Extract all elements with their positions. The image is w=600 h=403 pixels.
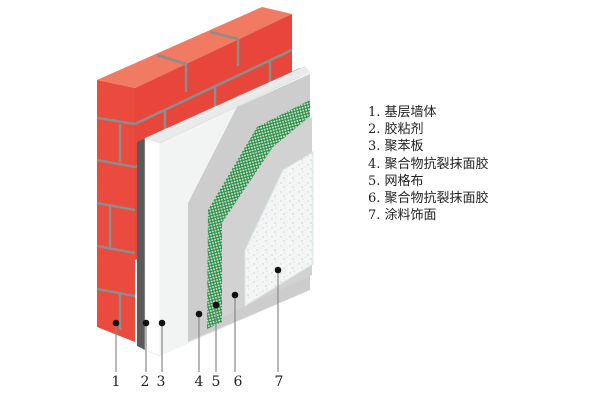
callout-number-7: 7 — [274, 374, 284, 390]
callout-number-5: 5 — [211, 374, 221, 390]
layer-legend: 1. 基层墙体 2. 胶粘剂 3. 聚苯板 4. 聚合物抗裂抹面胶 5. 网格布… — [368, 104, 489, 224]
brick-top-face — [97, 7, 292, 88]
callout-number-1: 1 — [111, 374, 121, 390]
legend-item: 5. 网格布 — [368, 173, 424, 189]
legend-item: 3. 聚苯板 — [368, 139, 424, 155]
callout-number-3: 3 — [156, 374, 166, 390]
eps-board-top — [145, 66, 310, 143]
paint-finish-layer — [244, 151, 314, 307]
callout-markers — [115, 270, 279, 372]
legend-item: 4. 聚合物抗裂抹面胶 — [368, 156, 489, 172]
legend-item: 7. 涂料饰面 — [368, 208, 437, 224]
brick-end-face — [97, 80, 135, 342]
legend-item: 2. 胶粘剂 — [368, 122, 424, 138]
callout-number-6: 6 — [233, 374, 243, 390]
callout-dots — [112, 266, 282, 327]
legend-item: 6. 聚合物抗裂抹面胶 — [368, 191, 489, 207]
callout-number-2: 2 — [140, 374, 150, 390]
legend-item: 1. 基层墙体 — [368, 105, 437, 120]
callout-number-4: 4 — [194, 374, 204, 390]
